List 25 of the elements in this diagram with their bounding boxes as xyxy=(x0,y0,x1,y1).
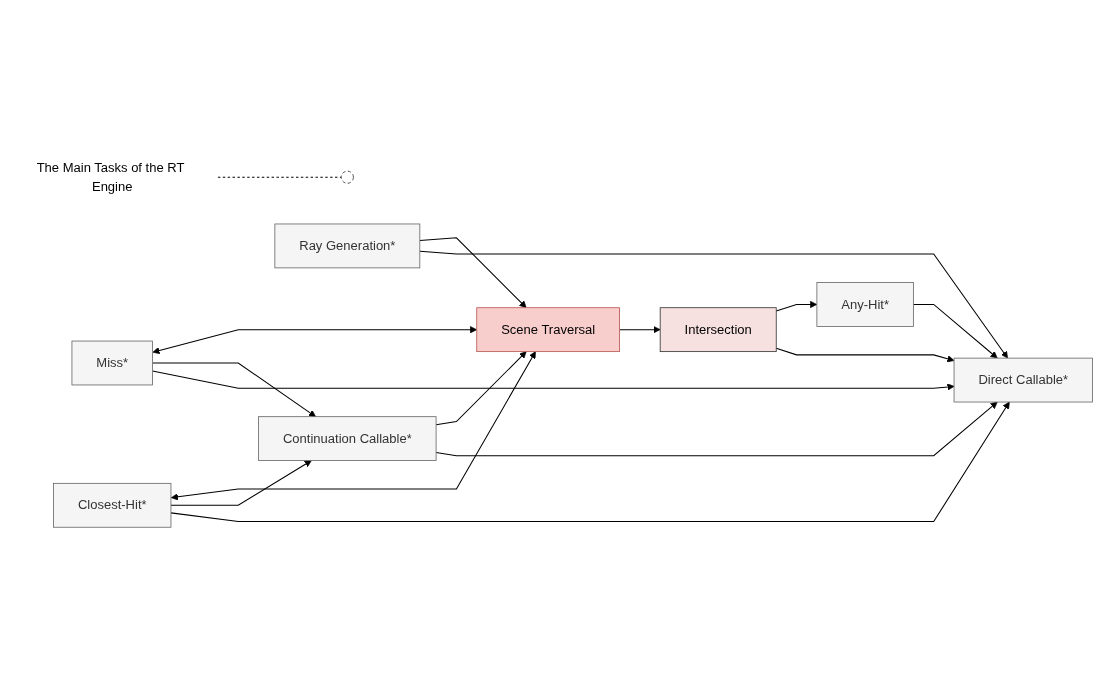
arrow xyxy=(419,237,527,309)
arrow xyxy=(170,401,1010,523)
node-ellipse xyxy=(340,170,354,184)
node-box: Scene Traversal xyxy=(476,307,620,353)
node-box: Closest-Hit* xyxy=(53,483,172,528)
node-box: Ray Generation* xyxy=(274,223,421,269)
arrow xyxy=(435,401,998,457)
node-box: Intersection xyxy=(659,307,777,353)
arrow xyxy=(775,301,818,312)
arrow xyxy=(419,250,1008,359)
node-text: The Main Tasks of the RT Engine xyxy=(36,160,185,194)
arrow xyxy=(435,351,527,426)
arrow xyxy=(775,347,955,363)
node-box: Direct Callable* xyxy=(953,357,1093,403)
arrow xyxy=(619,326,661,334)
arrow xyxy=(152,326,478,355)
arrow xyxy=(170,351,536,501)
arrow xyxy=(912,304,998,359)
node-box: Any-Hit* xyxy=(816,282,914,327)
arrow xyxy=(152,370,955,391)
connector xyxy=(217,176,342,178)
node-box: Miss* xyxy=(71,340,153,386)
node-box: Continuation Callable* xyxy=(258,416,437,462)
arrow xyxy=(152,362,316,418)
arrow xyxy=(170,460,312,506)
